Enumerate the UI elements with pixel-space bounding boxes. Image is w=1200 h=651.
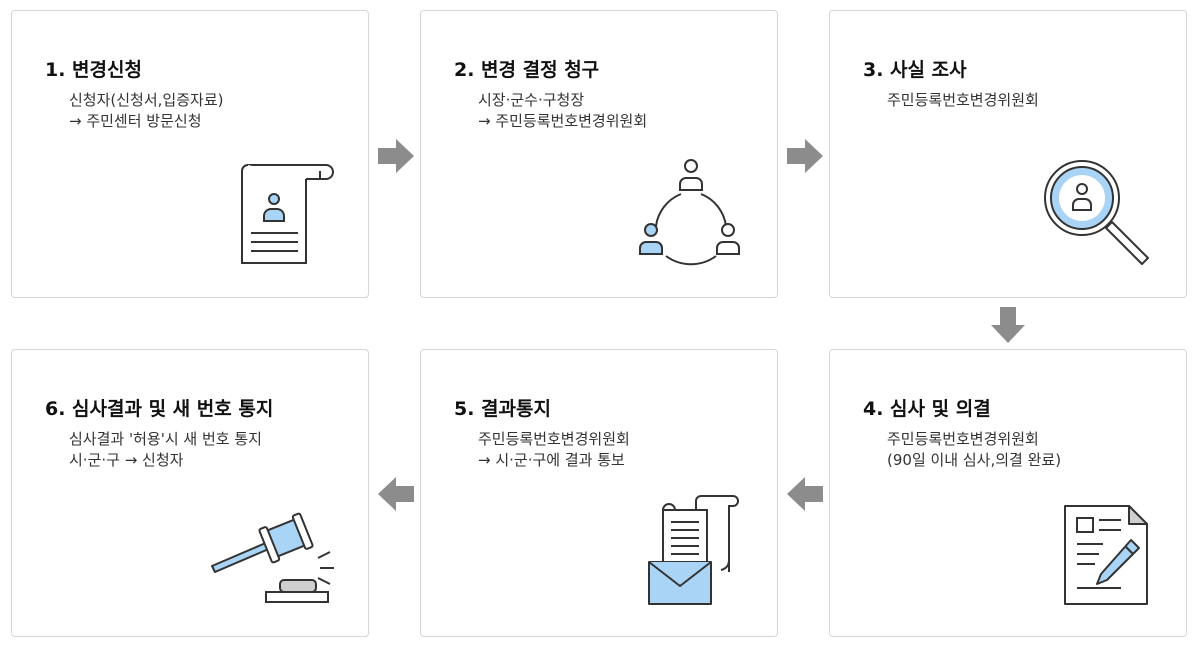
step-card-4: 4. 심사 및 의결 주민등록번호변경위원회 (90일 이내 심사,의결 완료) [829, 349, 1187, 637]
step-card-6: 6. 심사결과 및 새 번호 통지 심사결과 '허용'시 새 번호 통지 시·군… [11, 349, 369, 637]
step-title: 5. 결과통지 [454, 398, 551, 420]
step-description: 시장·군수·구청장 → 주민등록번호변경위원회 [478, 90, 647, 132]
step-desc-line: 시·군·구 → 신청자 [69, 451, 184, 469]
step-desc-line: 신청자(신청서,입증자료) [69, 91, 224, 109]
magnifier-person-icon [1044, 160, 1149, 265]
step-title: 6. 심사결과 및 새 번호 통지 [45, 398, 274, 420]
arrow-left-icon [378, 477, 414, 511]
step-desc-line: (90일 이내 심사,의결 완료) [887, 451, 1062, 469]
step-title: 3. 사실 조사 [863, 59, 967, 81]
step-description: 신청자(신청서,입증자료) → 주민센터 방문신청 [69, 90, 223, 132]
step-desc-line: 심사결과 '허용'시 새 번호 통지 [69, 430, 262, 448]
step-card-3: 3. 사실 조사 주민등록번호변경위원회 [829, 10, 1187, 298]
people-network-icon [639, 159, 740, 266]
step-title: 1. 변경신청 [45, 59, 142, 81]
step-desc-line: 시장·군수·구청장 [478, 91, 585, 109]
step-card-1: 1. 변경신청 신청자(신청서,입증자료) → 주민센터 방문신청 [11, 10, 369, 298]
document-pen-icon [1064, 505, 1148, 605]
step-title: 4. 심사 및 의결 [863, 398, 991, 420]
gavel-icon [211, 512, 334, 603]
step-desc-line: → 주민센터 방문신청 [69, 112, 202, 130]
envelope-letter-icon [648, 495, 739, 605]
step-description: 주민등록번호변경위원회 [887, 90, 1039, 111]
step-desc-line: → 시·군·구에 결과 통보 [478, 451, 625, 469]
step-card-5: 5. 결과통지 주민등록번호변경위원회 → 시·군·구에 결과 통보 [420, 349, 778, 637]
step-desc-line: 주민등록번호변경위원회 [887, 91, 1039, 109]
arrow-right-icon [378, 139, 414, 173]
document-person-icon [241, 164, 334, 264]
step-description: 주민등록번호변경위원회 → 시·군·구에 결과 통보 [478, 429, 630, 471]
step-description: 심사결과 '허용'시 새 번호 통지 시·군·구 → 신청자 [69, 429, 262, 471]
arrow-left-icon [787, 477, 823, 511]
step-desc-line: 주민등록번호변경위원회 [478, 430, 630, 448]
arrow-right-icon [787, 139, 823, 173]
step-card-2: 2. 변경 결정 청구 시장·군수·구청장 → 주민등록번호변경위원회 [420, 10, 778, 298]
step-desc-line: 주민등록번호변경위원회 [887, 430, 1039, 448]
step-description: 주민등록번호변경위원회 (90일 이내 심사,의결 완료) [887, 429, 1061, 471]
step-desc-line: → 주민등록번호변경위원회 [478, 112, 648, 130]
arrow-down-icon [991, 307, 1025, 343]
step-title: 2. 변경 결정 청구 [454, 59, 600, 81]
